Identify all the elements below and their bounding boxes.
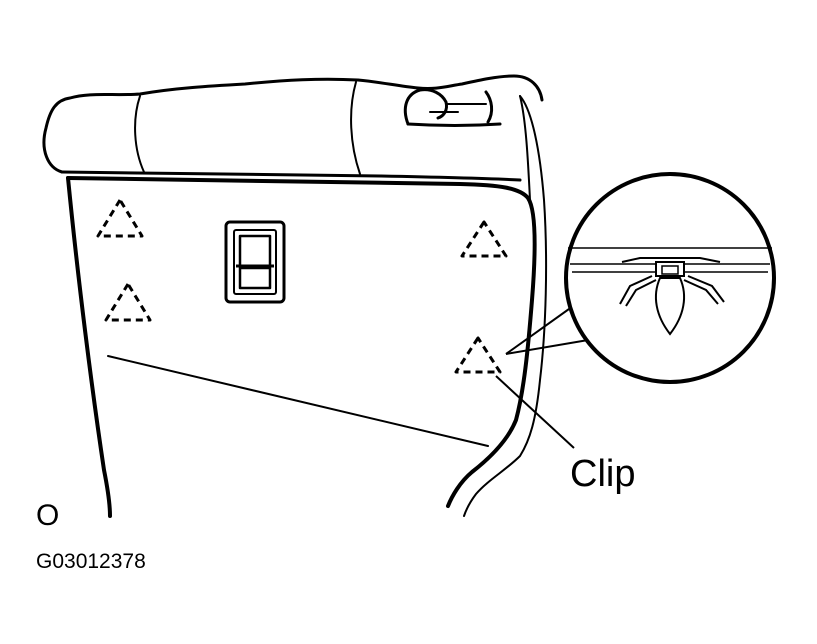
clip-detail-zoom [564,172,776,384]
clip-label: Clip [570,453,635,495]
latch-slot [224,220,286,304]
callout-leaders [495,303,601,449]
trim-panel [66,95,548,518]
clip-marker [104,282,152,322]
clip-marker [454,336,502,374]
clip-marker [460,220,508,258]
seatback-top-bolster [42,74,544,182]
clip-marker [96,198,144,238]
figure-code: G03012378 [36,550,146,573]
view-mark: O [36,499,59,532]
